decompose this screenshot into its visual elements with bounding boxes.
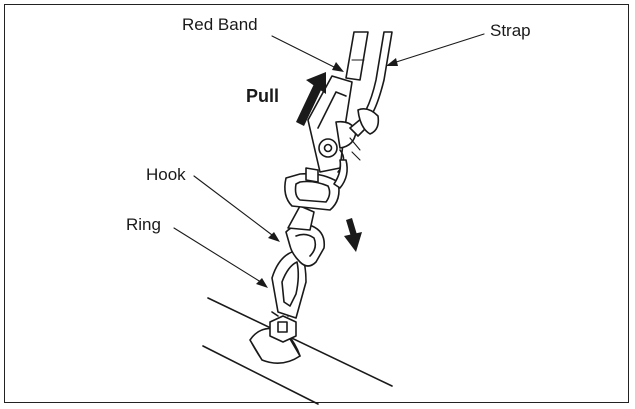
leader-arrowheads xyxy=(256,58,398,288)
leader-lines xyxy=(173,33,485,285)
down-arrow-icon xyxy=(344,218,362,252)
label-pull: Pull xyxy=(246,86,279,106)
label-strap: Strap xyxy=(490,21,531,40)
label-red-band: Red Band xyxy=(182,15,258,34)
hook xyxy=(285,205,326,267)
strap xyxy=(333,31,393,189)
red-band xyxy=(345,31,369,81)
shackle xyxy=(284,167,340,211)
label-ring: Ring xyxy=(126,215,161,234)
pull-arrow-icon xyxy=(296,72,326,126)
label-hook: Hook xyxy=(146,165,186,184)
anchor-block xyxy=(269,311,297,343)
